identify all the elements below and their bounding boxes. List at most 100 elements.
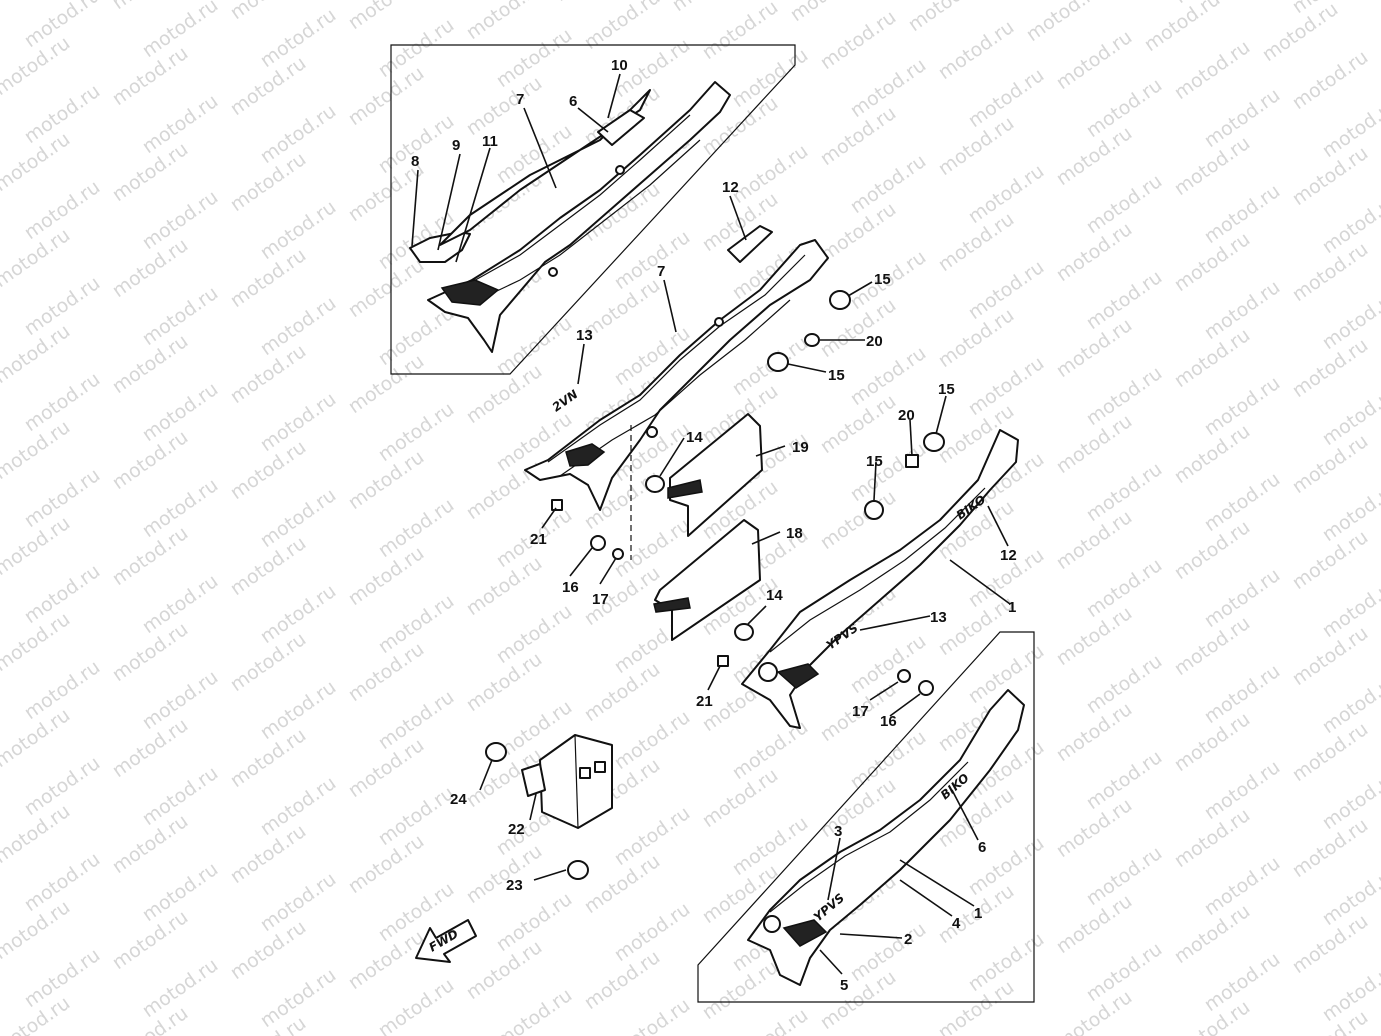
right-cover-grille [776,663,820,689]
collar-21-b [717,655,729,667]
damper-14-a [645,475,665,493]
watermark-text: motod.ru [816,6,900,74]
callout: 7 [516,91,524,108]
lower-inset-frame [697,631,1035,1003]
middle-side-cover-body [524,239,829,511]
upper-inset-side-cover [427,81,731,353]
middle-cover-grommet-2 [714,317,724,327]
upper-inset-stripe [439,89,651,246]
watermark-text: motod.ru [108,0,192,14]
watermark-text: motod.ru [1288,46,1372,114]
watermark-text: motod.ru [580,0,664,54]
damper-15-b [767,352,789,372]
callout: 14 [766,587,783,604]
callout: 7 [657,263,665,280]
watermark-text: motod.ru [492,984,576,1036]
middle-side-cover: 2VN [524,239,829,560]
callout: 10 [611,57,628,74]
upper-inset-grille [440,279,500,306]
callout: 2 [904,931,912,948]
relay-bracket [521,763,546,797]
lower-inset-cover-edge [769,761,969,913]
callout: 13 [576,327,593,344]
damper-15-c [923,432,945,452]
middle-cover-rib [559,299,791,477]
right-side-cover-body [741,429,1019,729]
callout: 23 [506,877,523,894]
callout: 14 [686,429,703,446]
callout: 17 [852,703,869,720]
upper-inset-decal [597,109,645,146]
watermark-text: motod.ru [1170,36,1254,104]
callout: 15 [938,381,955,398]
collar-20-a [804,333,820,347]
callout: 13 [930,609,947,626]
damper-15-d [864,500,884,520]
lower-inset-side-cover [747,689,1025,986]
callout: 12 [722,179,739,196]
relay-edge [574,734,579,829]
callout: 5 [840,977,848,994]
callout: 15 [828,367,845,384]
middle-cover-grille [565,443,606,467]
damper-24 [485,742,507,762]
fwd-arrow-icon [415,919,477,963]
washer-17-b [897,669,911,683]
right-cover-hole [758,662,778,682]
callout: 21 [530,531,547,548]
callout: 24 [450,791,467,808]
damper-23 [567,860,589,880]
watermark-text: motod.ru [1022,0,1106,46]
watermark-text: motod.ru [1376,8,1381,76]
washer-17-a [612,548,624,560]
screw-16-b [918,680,934,696]
watermark-text: motod.ru [698,0,782,64]
leader-lines [411,73,1011,975]
lower-inset-box: BIKO YPVS [697,631,1035,1003]
panel-19 [669,413,763,537]
watermark-text: motod.ru [344,0,428,34]
watermark-text: motod.ru [1140,0,1224,56]
callout: 16 [880,713,897,730]
callout: 18 [786,525,803,542]
middle-cover-grommet [646,426,658,438]
watermark-text: motod.ru [934,16,1018,84]
panel-19-tab [667,479,703,499]
callout: 6 [978,839,986,856]
watermark-text: motod.ru [462,0,546,44]
fwd-arrow: FWD [415,919,477,963]
right-cover-edge [769,487,986,653]
lower-inset-hole [763,915,781,933]
collar-21-a [551,499,563,511]
callout: 15 [874,271,891,288]
lower-inset-grille [782,919,828,947]
callout: 15 [866,453,883,470]
callout: 12 [1000,547,1017,564]
damper-15-a [829,290,851,310]
watermark-text: motod.ru [550,0,634,6]
callout: 4 [952,915,961,932]
screw-16-a [590,535,606,551]
relay-socket-b [594,761,606,773]
watermark-text: motod.ru [1052,26,1136,94]
upper-inset-grommet-2 [548,267,558,277]
upper-inset-frame [390,44,796,375]
callout: 9 [452,137,460,154]
watermark-text: motod.ru [668,0,752,16]
upper-inset-emblem [409,231,471,263]
watermark-text: motod.ru [226,0,310,24]
middle-cover-edge [547,254,806,463]
callout: 21 [696,693,713,710]
callout: 19 [792,439,809,456]
callout: 17 [592,591,609,608]
upper-inset-box [390,44,796,375]
watermark-text: motod.ru [374,974,458,1036]
callout: 20 [898,407,915,424]
watermark-text: motod.ru [610,994,694,1036]
upper-inset-grommet [615,165,625,175]
callout: 22 [508,821,525,838]
panel-18-tab [653,597,691,613]
callout-labels: 10 7 6 8 9 11 12 7 15 20 15 13 14 19 21 … [411,57,1017,994]
watermark-text: motod.ru [904,0,988,36]
